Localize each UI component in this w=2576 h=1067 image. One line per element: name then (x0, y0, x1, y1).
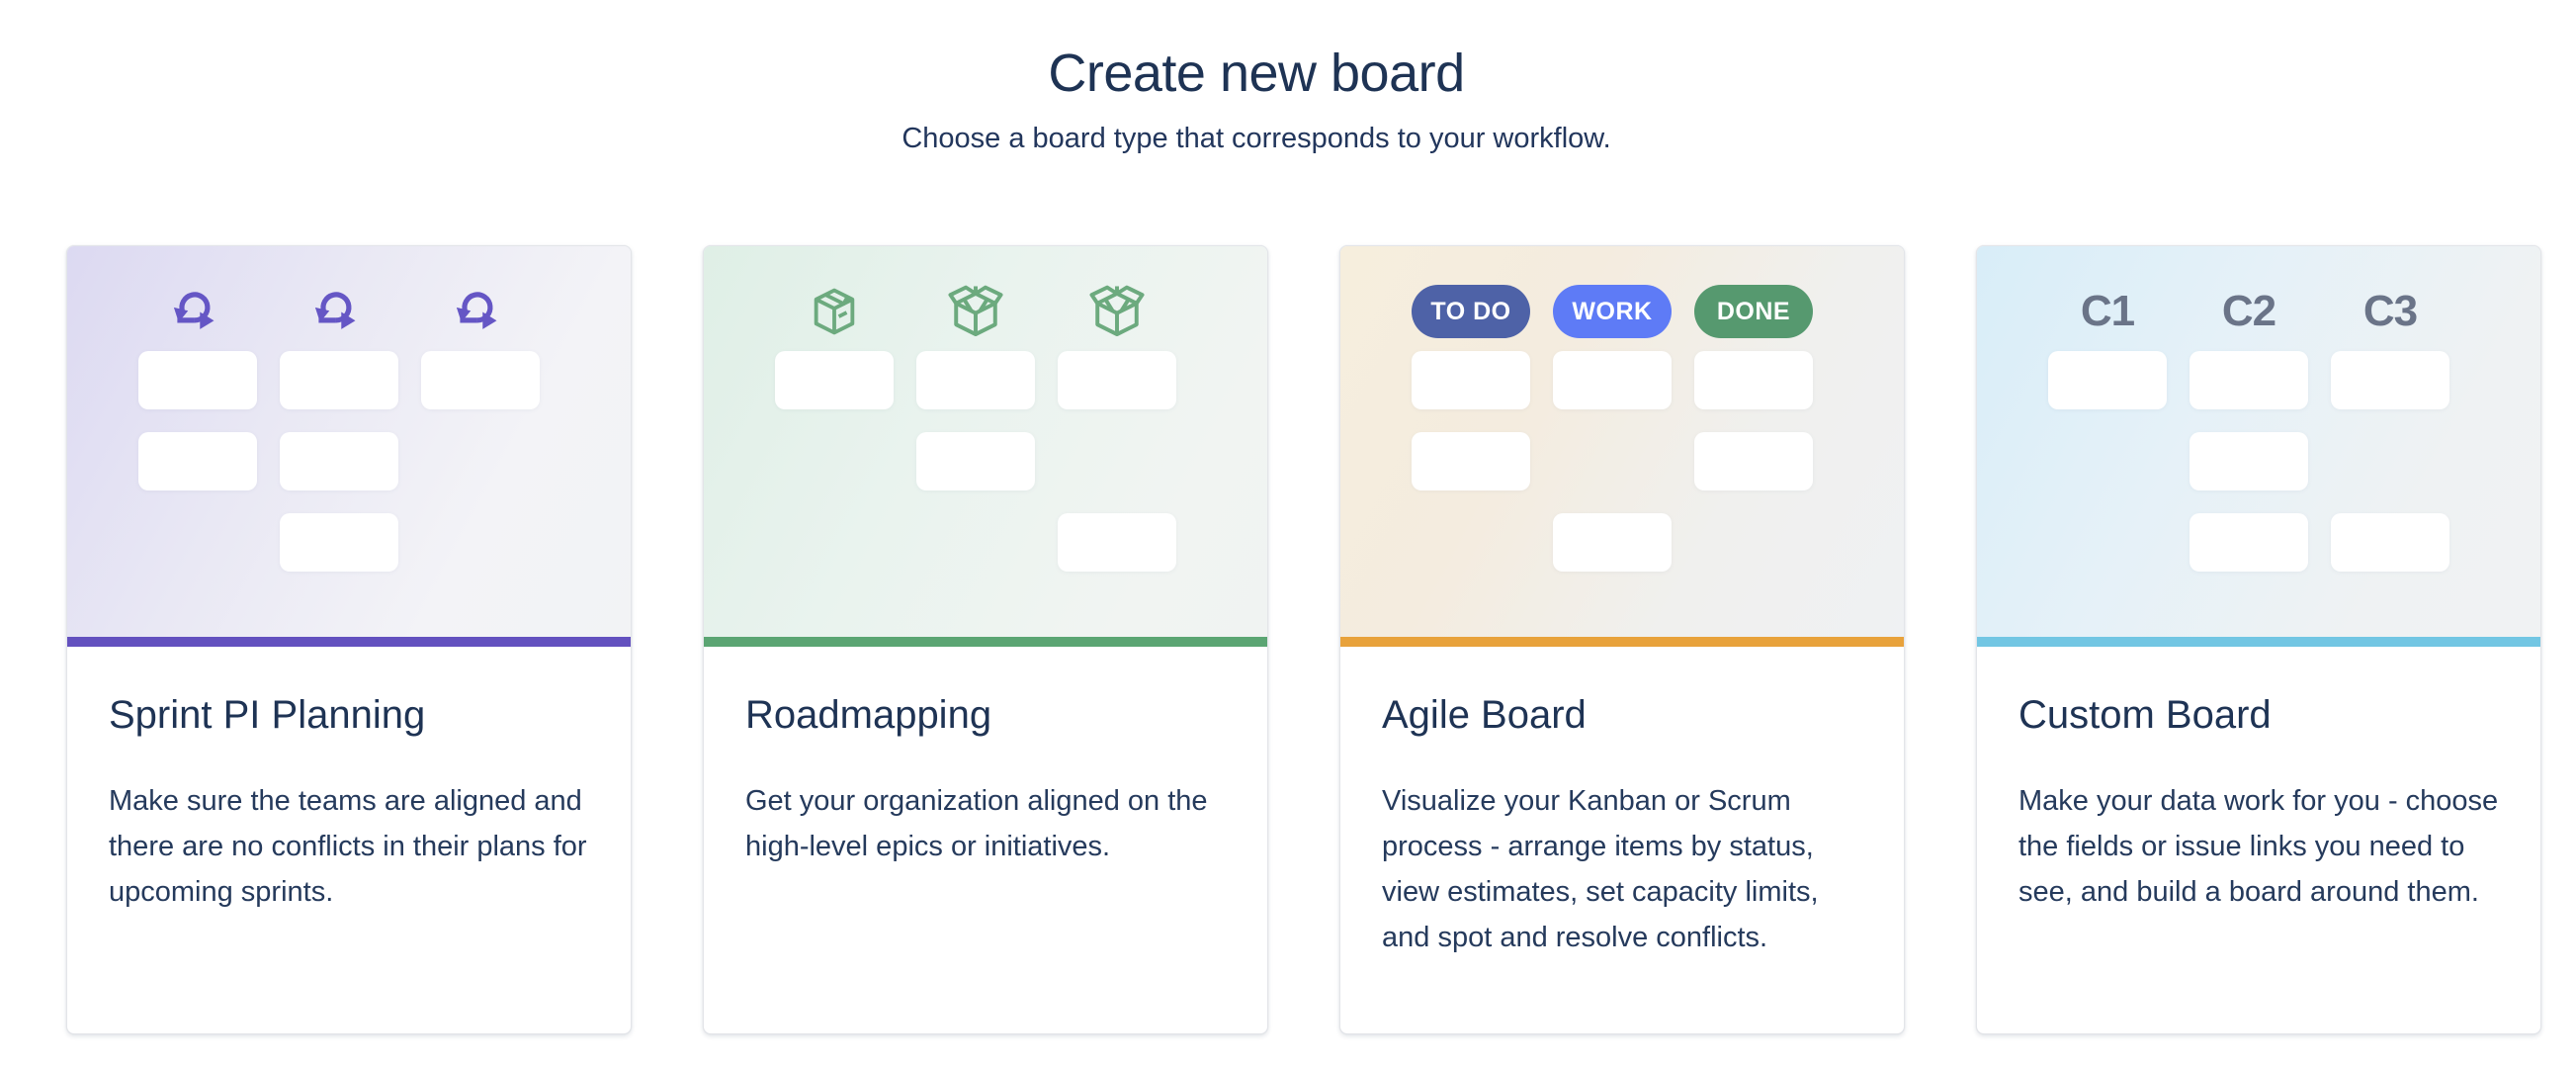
board-card-description: Get your organization aligned on the hig… (745, 785, 1208, 862)
preview-row (775, 351, 1267, 409)
preview-card-placeholder (280, 351, 398, 409)
sprint-icon (138, 284, 257, 339)
preview-row (2048, 513, 2540, 572)
board-card-description: Visualize your Kanban or Scrum process -… (1382, 785, 1819, 953)
preview-empty-slot (2048, 432, 2167, 490)
preview-card-placeholder (1412, 351, 1530, 409)
preview-row (2048, 351, 2540, 409)
preview-card-placeholder (280, 513, 398, 572)
status-pill-to-do: TO DO (1412, 285, 1530, 338)
preview-card-placeholder (916, 432, 1035, 490)
preview-card-placeholder (1553, 513, 1672, 572)
board-card-title: Custom Board (2018, 693, 2272, 737)
board-preview-sprint-pi-planning (67, 246, 631, 637)
column-header-c2: C2 (2221, 287, 2276, 335)
page-header: Create new board Choose a board type tha… (0, 0, 2513, 155)
preview-card-placeholder (1058, 513, 1176, 572)
preview-row (775, 432, 1267, 490)
card-accent-bar (704, 637, 1267, 647)
preview-card-placeholder (421, 351, 540, 409)
preview-row (1412, 513, 1904, 572)
preview-card-placeholder (2190, 432, 2308, 490)
preview-empty-slot (1412, 513, 1530, 572)
preview-card-placeholder (280, 432, 398, 490)
status-pill-work: WORK (1553, 285, 1672, 338)
preview-header (775, 284, 1267, 339)
preview-empty-slot (775, 513, 894, 572)
column-header-c3: C3 (2362, 287, 2418, 335)
preview-card-placeholder (1553, 351, 1672, 409)
preview-empty-slot (138, 513, 257, 572)
board-preview-roadmapping (704, 246, 1267, 637)
board-card-title: Sprint PI Planning (109, 693, 426, 737)
preview-card-placeholder (775, 351, 894, 409)
card-accent-bar (67, 637, 631, 647)
column-header-cell: C1 (2048, 284, 2167, 339)
preview-row (138, 432, 631, 490)
board-card-title: Agile Board (1382, 693, 1587, 737)
preview-row (1412, 351, 1904, 409)
preview-row (138, 513, 631, 572)
preview-empty-slot (916, 513, 1035, 572)
preview-row (775, 513, 1267, 572)
preview-card-placeholder (138, 351, 257, 409)
preview-empty-slot (421, 513, 540, 572)
preview-empty-slot (1058, 432, 1176, 490)
preview-card-placeholder (1058, 351, 1176, 409)
preview-row (2048, 432, 2540, 490)
preview-header: TO DO WORK DONE (1412, 284, 1904, 339)
preview-empty-slot (421, 432, 540, 490)
column-header-c1: C1 (2080, 287, 2135, 335)
status-pill-cell: DONE (1694, 284, 1813, 339)
preview-card-placeholder (1694, 432, 1813, 490)
box-closed-icon (775, 284, 894, 339)
board-card-title: Roadmapping (745, 693, 992, 737)
preview-card-placeholder (2190, 351, 2308, 409)
board-card-description: Make your data work for you - choose the… (2018, 785, 2499, 908)
preview-header: C1 C2 C3 (2048, 284, 2540, 339)
status-pill-cell: WORK (1553, 284, 1672, 339)
preview-card-placeholder (2331, 351, 2449, 409)
status-pill-done: DONE (1694, 285, 1813, 338)
preview-row (138, 351, 631, 409)
preview-card-placeholder (2190, 513, 2308, 572)
preview-card-placeholder (2048, 351, 2167, 409)
card-accent-bar (1977, 637, 2540, 647)
preview-header (138, 284, 631, 339)
board-preview-custom-board: C1 C2 C3 (1977, 246, 2540, 637)
preview-empty-slot (2048, 513, 2167, 572)
preview-card-placeholder (1694, 351, 1813, 409)
box-open-icon (916, 284, 1035, 339)
preview-empty-slot (1553, 432, 1672, 490)
preview-card-placeholder (138, 432, 257, 490)
column-header-cell: C3 (2331, 284, 2449, 339)
preview-empty-slot (1694, 513, 1813, 572)
status-pill-cell: TO DO (1412, 284, 1530, 339)
box-open-icon (1058, 284, 1176, 339)
board-card-description: Make sure the teams are aligned and ther… (109, 785, 587, 908)
sprint-icon (280, 284, 398, 339)
preview-empty-slot (775, 432, 894, 490)
preview-empty-slot (2331, 432, 2449, 490)
preview-card-placeholder (2331, 513, 2449, 572)
preview-card-placeholder (916, 351, 1035, 409)
sprint-icon (421, 284, 540, 339)
preview-row (1412, 432, 1904, 490)
page-title: Create new board (1048, 44, 1465, 103)
column-header-cell: C2 (2190, 284, 2308, 339)
board-preview-agile-board: TO DO WORK DONE (1340, 246, 1904, 637)
preview-card-placeholder (1412, 432, 1530, 490)
card-accent-bar (1340, 637, 1904, 647)
page-subtitle: Choose a board type that corresponds to … (902, 123, 1611, 154)
